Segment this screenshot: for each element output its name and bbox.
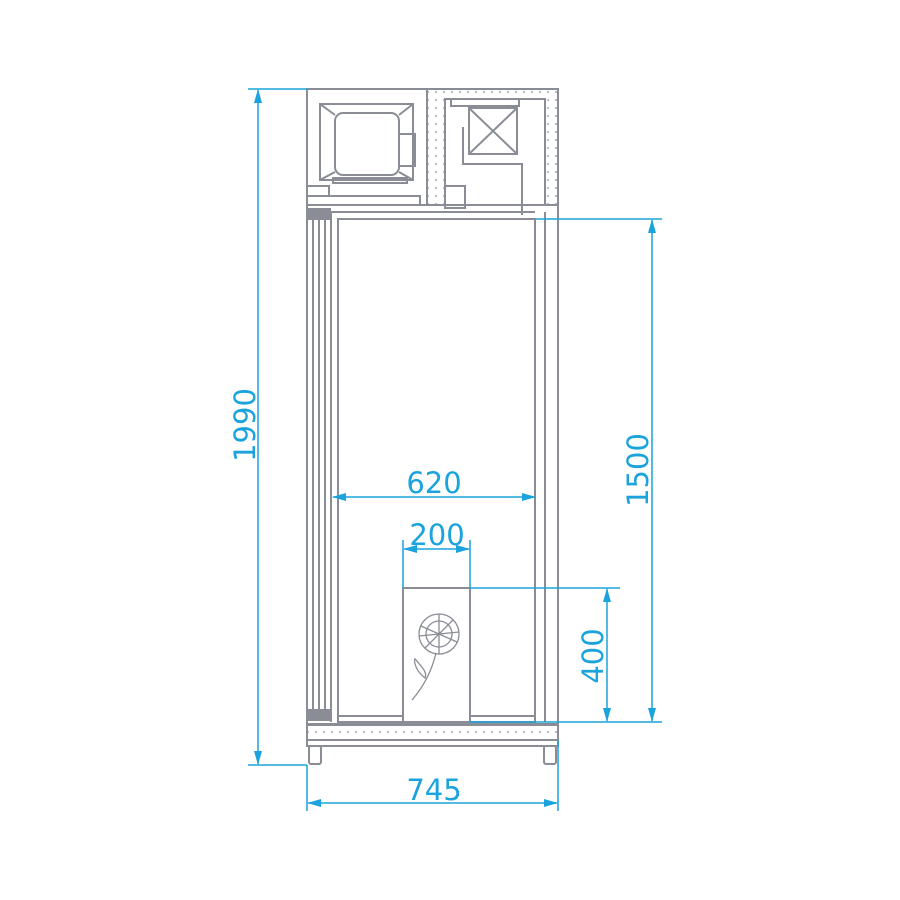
evaporator-unit: [330, 88, 559, 215]
dimension-200: 200: [402, 518, 471, 588]
height-label: 1990: [228, 388, 262, 462]
product-box: [402, 587, 471, 723]
cabinet-body: [306, 204, 559, 726]
dimension-1990: 1990: [228, 88, 307, 766]
dimension-1500: 1500: [470, 218, 662, 723]
cabinet-base: [306, 723, 559, 765]
chamber-height-label: 1500: [621, 433, 655, 507]
compressor-unit: [306, 88, 428, 206]
dimension-745: 745: [306, 740, 559, 811]
inner-width-label: 620: [406, 466, 461, 500]
dimension-620: 620: [332, 466, 536, 501]
flower-icon: [411, 613, 460, 701]
product-width-label: 200: [409, 518, 464, 552]
dimension-400: 400: [470, 587, 620, 722]
product-height-label: 400: [576, 628, 610, 683]
total-width-label: 745: [406, 773, 461, 807]
